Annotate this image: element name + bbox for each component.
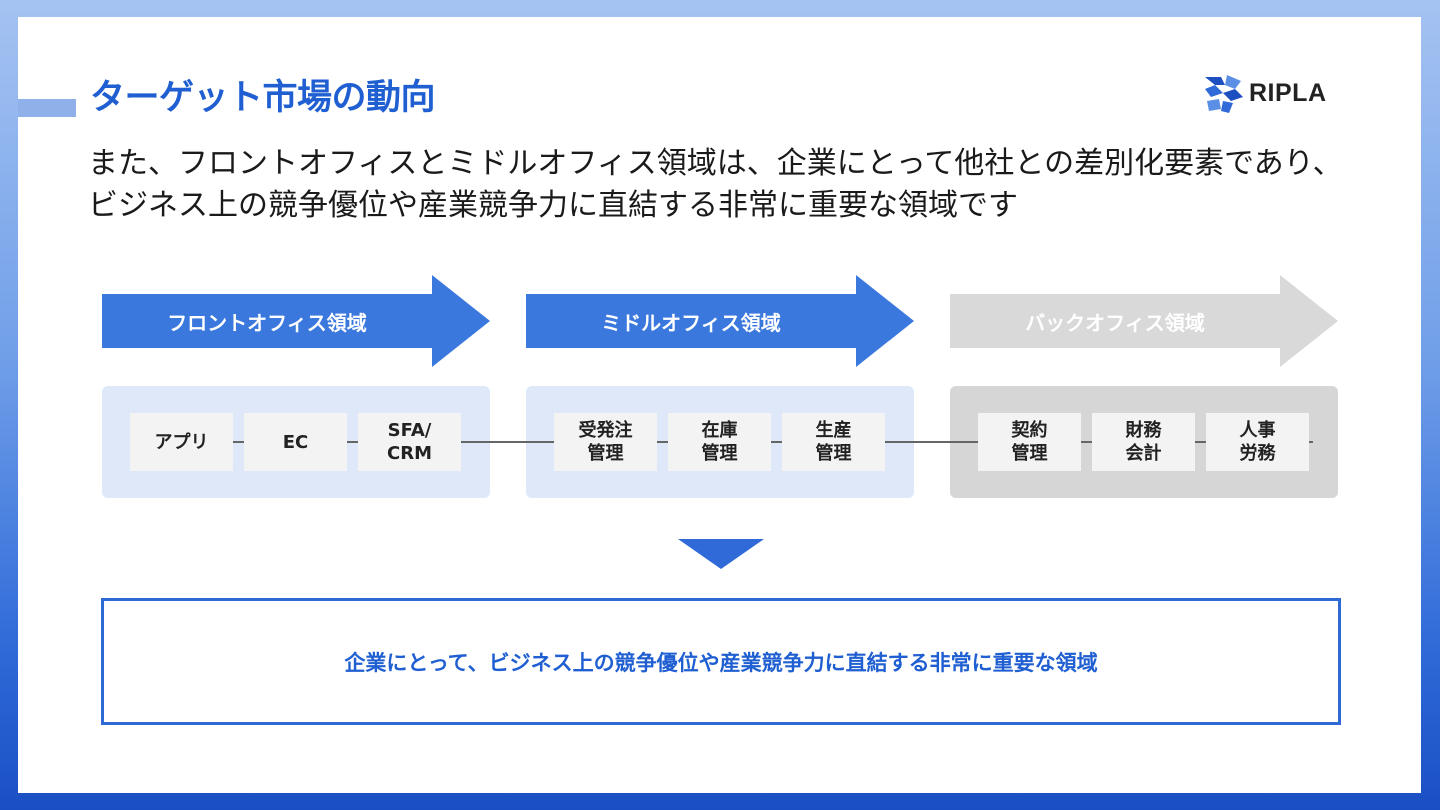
conclusion-box: 企業にとって、ビジネス上の競争優位や産業競争力に直結する非常に重要な領域 [101,598,1341,725]
down-arrow-icon [678,539,764,569]
slide: ターゲット市場の動向 RIPLA また、フロントオフィスとミドルオフィス領域は、… [18,17,1421,793]
lead-line-2: ビジネス上の競争優位や産業競争力に直結する非常に重要な領域です [88,188,1018,223]
items-back-office: 契約 管理 財務 会計 人事 労務 [950,386,1338,498]
lead-text: また、フロントオフィスとミドルオフィス領域は、企業にとって他社との差別化要素であ… [88,143,1408,227]
arrow-back-office: バックオフィス領域 [950,275,1338,367]
arrow-shape [950,275,1338,367]
item-contract-management: 契約 管理 [978,413,1081,471]
item-order-management: 受発注 管理 [554,413,657,471]
ripla-logo-icon [1205,75,1243,113]
conclusion-text: 企業にとって、ビジネス上の競争優位や産業競争力に直結する非常に重要な領域 [344,650,1098,675]
item-inventory-management: 在庫 管理 [668,413,771,471]
arrow-shape [526,275,914,367]
title-accent-bar [18,99,76,117]
item-finance-accounting: 財務 会計 [1092,413,1195,471]
arrow-middle-office: ミドルオフィス領域 [526,275,914,367]
lead-line-1: また、フロントオフィスとミドルオフィス領域は、企業にとって他社との差別化要素であ… [88,146,1343,181]
page-title: ターゲット市場の動向 [90,78,436,118]
connector-line [233,441,1313,443]
items-middle-office: 受発注 管理 在庫 管理 生産 管理 [526,386,914,498]
item-sfa-crm: SFA/ CRM [358,413,461,471]
logo-text: RIPLA [1249,78,1327,107]
logo: RIPLA [1201,71,1327,115]
item-production-management: 生産 管理 [782,413,885,471]
items-front-office: アプリ EC SFA/ CRM [102,386,490,498]
item-ec: EC [244,413,347,471]
arrow-label-middle-office: ミドルオフィス領域 [601,310,781,335]
item-hr-labor: 人事 労務 [1206,413,1309,471]
arrow-label-front-office: フロントオフィス領域 [167,310,367,335]
item-app: アプリ [130,413,233,471]
arrow-label-back-office: バックオフィス領域 [1025,310,1205,335]
arrow-shape [102,275,490,367]
arrow-front-office: フロントオフィス領域 [102,275,490,367]
